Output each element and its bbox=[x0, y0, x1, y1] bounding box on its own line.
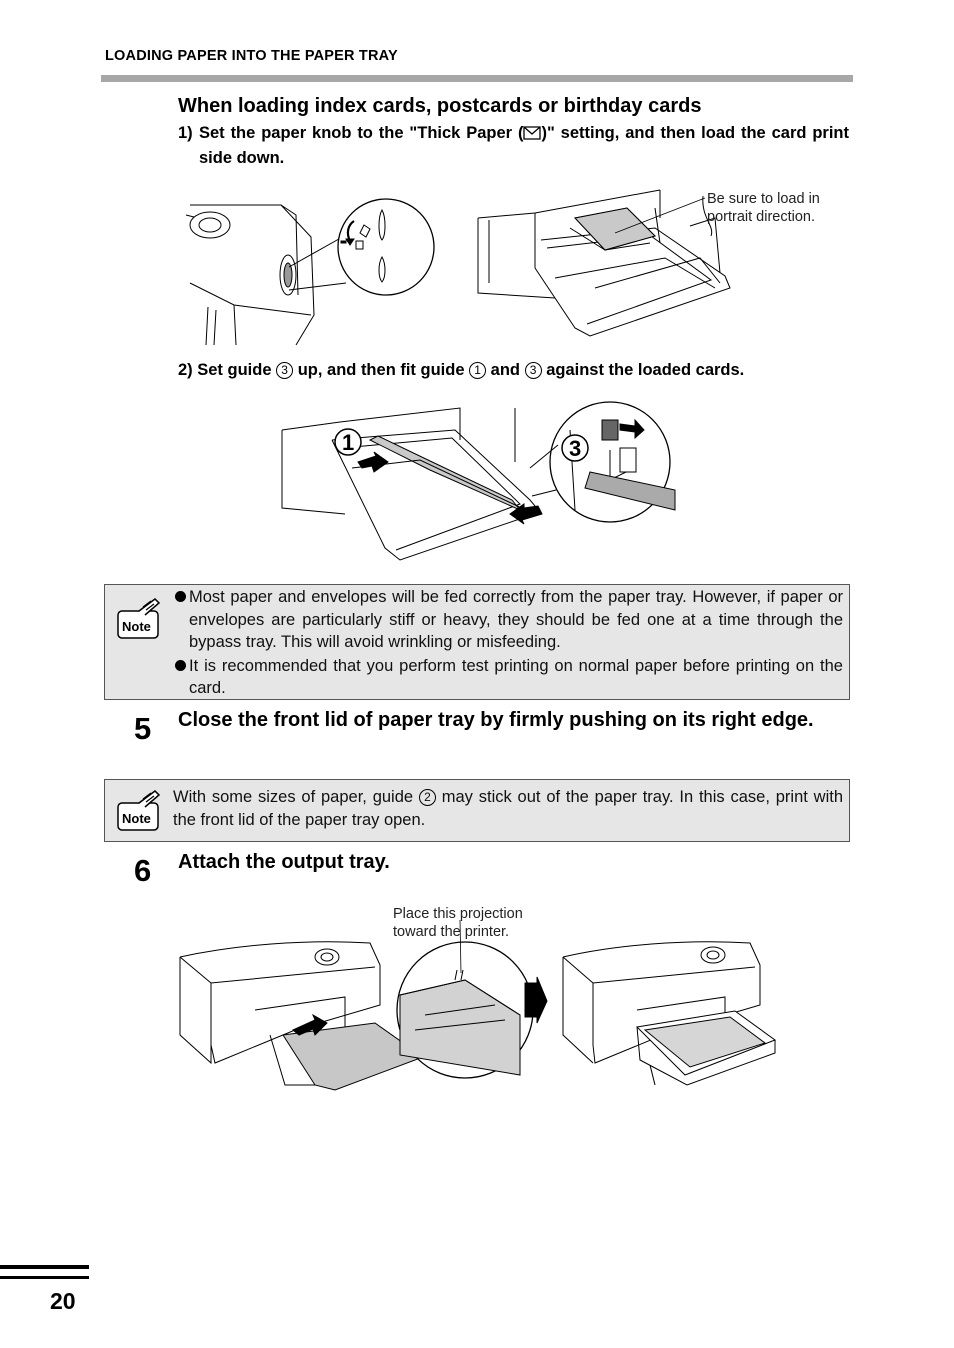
note-icon-label: Note bbox=[122, 619, 151, 634]
step-1: 1) Set the paper knob to the "Thick Pape… bbox=[178, 121, 849, 171]
callout-portrait-direction: Be sure to load in portrait direction. bbox=[707, 191, 820, 225]
guides-illustration: 1 3 bbox=[280, 400, 675, 565]
step-1-text-b: )" setting, and then load the card print… bbox=[199, 124, 850, 167]
fig2-label-1: 1 bbox=[342, 430, 354, 455]
fig2-label-3: 3 bbox=[569, 436, 581, 461]
note-2-text-a: With some sizes of paper, guide bbox=[173, 788, 419, 806]
guide-3-marker-b: 3 bbox=[524, 362, 542, 379]
step-2-text-a: 2) Set guide bbox=[178, 361, 277, 379]
guide-2-marker: 2 bbox=[418, 789, 436, 806]
step-6-number: 6 bbox=[134, 853, 152, 888]
footer-rule-top bbox=[0, 1265, 89, 1269]
step-2: 2) Set guide 3 up, and then fit guide 1 … bbox=[178, 358, 858, 383]
step-1-number: 1) bbox=[178, 124, 193, 142]
step-1-text-a: Set the paper knob to the "Thick Paper ( bbox=[199, 124, 524, 142]
note-box-1: Note Most paper and envelopes will be fe… bbox=[104, 584, 850, 700]
step-6-text: Attach the output tray. bbox=[178, 851, 390, 873]
guide-3-marker: 3 bbox=[276, 362, 294, 379]
output-tray-illustration bbox=[175, 935, 780, 1095]
header-rule bbox=[101, 75, 853, 82]
step-2-text-c: and bbox=[486, 361, 525, 379]
note-2-text-b: may stick out of the paper tray. In this… bbox=[173, 788, 843, 829]
envelope-icon bbox=[523, 126, 541, 140]
note-icon: Note bbox=[115, 597, 161, 641]
paper-knob-illustration bbox=[186, 195, 441, 345]
note-icon-2-label: Note bbox=[122, 811, 151, 826]
note-icon-2: Note bbox=[115, 789, 161, 833]
note-box-2: Note With some sizes of paper, guide 2 m… bbox=[104, 779, 850, 842]
callout-projection: Place this projection toward the printer… bbox=[393, 906, 523, 940]
guide-1-marker: 1 bbox=[469, 362, 487, 379]
step-5-number: 5 bbox=[134, 711, 152, 746]
note-1-text: Most paper and envelopes will be fed cor… bbox=[173, 586, 843, 700]
page-number: 20 bbox=[50, 1288, 76, 1314]
note-1-bullet-2: It is recommended that you perform test … bbox=[173, 655, 843, 700]
step-2-text-b: up, and then fit guide bbox=[293, 361, 470, 379]
note-2-text: With some sizes of paper, guide 2 may st… bbox=[173, 786, 843, 831]
running-header: LOADING PAPER INTO THE PAPER TRAY bbox=[105, 48, 398, 64]
step-5-text: Close the front lid of paper tray by fir… bbox=[178, 709, 814, 731]
step-2-text-d: against the loaded cards. bbox=[541, 361, 745, 379]
note-1-bullet-1: Most paper and envelopes will be fed cor… bbox=[173, 586, 843, 654]
footer-rule-bottom bbox=[0, 1276, 89, 1279]
section-title: When loading index cards, postcards or b… bbox=[178, 95, 702, 117]
card-loading-illustration bbox=[475, 188, 750, 338]
